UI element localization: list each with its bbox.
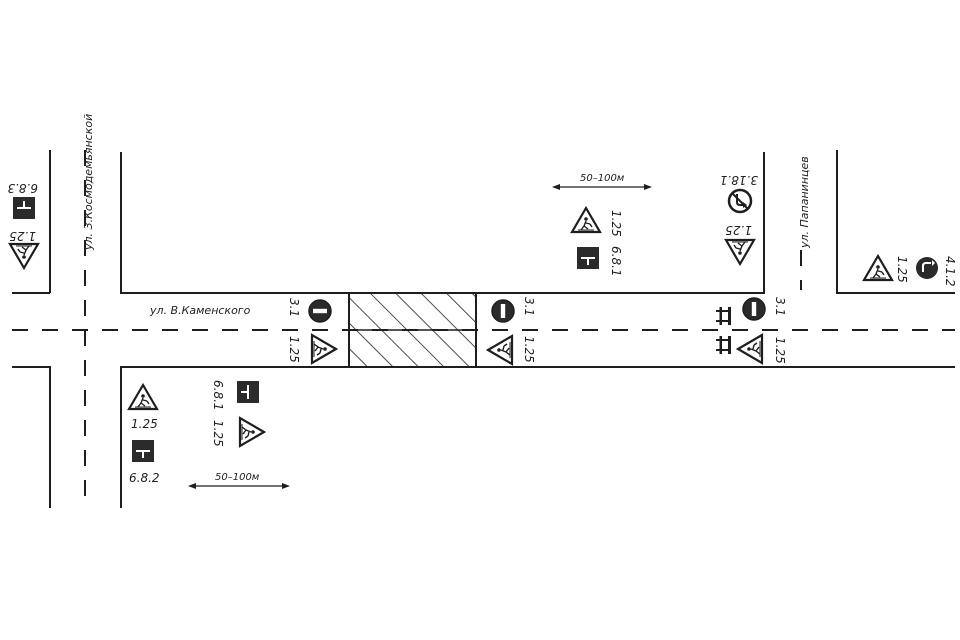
sign-code-6-8-3: 6.8.3 <box>7 181 38 195</box>
sign-code-3-18-1: 3.18.1 <box>720 173 758 187</box>
no-entry-icon <box>742 297 766 321</box>
road-works-triangle-icon <box>8 242 40 270</box>
sign-code-1-25-lower-left: 1.25 <box>131 417 158 431</box>
road-works-triangle-icon <box>724 238 756 266</box>
sign-code-1-25-far-left: 1.25 <box>9 229 36 243</box>
sign-code-6-8-1-upper: 6.8.1 <box>609 246 623 277</box>
distance-top: 50–100м <box>552 173 652 190</box>
sign-group-upper-right: 3.18.1 1.25 <box>720 173 758 266</box>
sign-code-1-25-zone-right: 1.25 <box>522 336 536 363</box>
sign-code-3-1-barrier: 3.1 <box>773 297 787 316</box>
distance-top-label: 50–100м <box>580 173 625 184</box>
road-works-triangle-icon <box>570 206 602 234</box>
distance-bottom-label: 50–100м <box>215 472 260 483</box>
road-works-triangle-icon <box>127 383 159 411</box>
no-entry-icon <box>308 299 332 323</box>
street-left-label: ул. З.Космодемьянской <box>82 114 95 251</box>
sign-group-barrier: 3.1 1.25 <box>716 297 787 365</box>
barrier-icon <box>716 336 731 354</box>
sign-group-far-left: 6.8.3 1.25 <box>7 181 40 270</box>
sign-code-1-25-upper-right: 1.25 <box>725 223 752 237</box>
road-works-triangle-icon <box>486 334 514 366</box>
sign-code-3-1-right: 3.1 <box>522 297 536 316</box>
sign-group-lower-left: 1.25 6.8.2 <box>127 383 160 485</box>
sign-group-upper-mid: 1.25 6.8.1 <box>570 206 623 277</box>
main-road-bottom-edge <box>120 366 955 508</box>
road-works-triangle-icon <box>736 333 764 365</box>
distance-bottom: 50–100м <box>188 472 290 489</box>
street-right-label: ул. Папанинцев <box>798 156 811 249</box>
sign-code-6-8-1-lower: 6.8.1 <box>211 380 225 411</box>
sign-code-1-25-far-right: 1.25 <box>895 256 909 283</box>
sign-code-1-25-zone-left: 1.25 <box>287 336 301 363</box>
roundabout-icon <box>915 256 939 280</box>
road-works-triangle-icon <box>862 254 894 282</box>
sign-code-1-25-lower-mid: 1.25 <box>211 420 225 447</box>
no-entry-icon <box>491 299 515 323</box>
sign-code-1-25-barrier: 1.25 <box>773 337 787 364</box>
sign-group-far-right: 1.25 4.1.2 <box>862 254 957 287</box>
sign-group-lower-mid: 6.8.1 1.25 <box>211 380 266 448</box>
sign-code-1-25-upper-mid: 1.25 <box>609 210 623 237</box>
road-works-triangle-icon <box>310 333 338 365</box>
main-road-top-edge <box>120 152 765 294</box>
left-edge-bottom <box>12 366 51 508</box>
barrier-icon <box>716 307 731 325</box>
direction-plate-icon <box>577 247 599 269</box>
sign-code-4-1-2: 4.1.2 <box>943 256 957 287</box>
sign-code-6-8-2: 6.8.2 <box>129 471 160 485</box>
street-main-label: ул. В.Каменского <box>149 304 251 317</box>
road-works-zone <box>348 292 477 368</box>
right-road-edge <box>836 150 955 294</box>
direction-plate-icon <box>13 197 35 219</box>
direction-plate-icon <box>132 440 154 462</box>
sign-group-zone-left: 3.1 1.25 <box>287 298 338 365</box>
sign-code-3-1-left: 3.1 <box>287 298 301 317</box>
direction-plate-icon <box>237 381 259 403</box>
no-left-turn-icon <box>727 188 753 214</box>
road-works-triangle-icon <box>238 416 266 448</box>
sign-group-zone-right: 3.1 1.25 <box>486 297 536 366</box>
